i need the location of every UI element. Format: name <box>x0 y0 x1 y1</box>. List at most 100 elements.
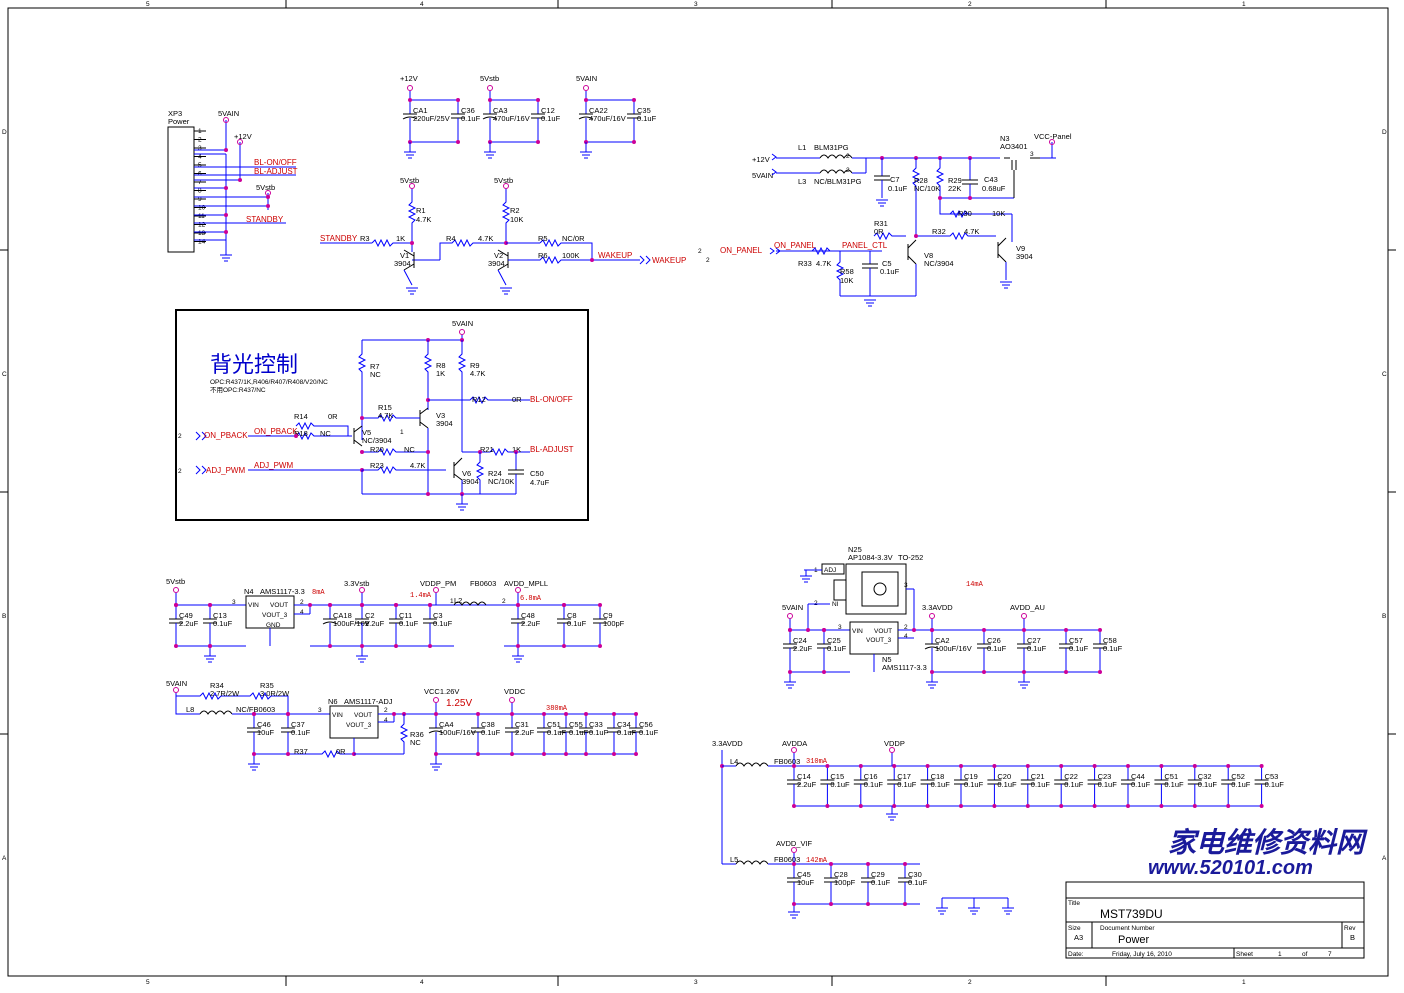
panel-power-circuit: +12V 5VAIN L1 BLM31PG L3 NC/BLM31PG 22 C… <box>720 132 1072 307</box>
rail-label: +12V <box>752 155 770 164</box>
part-value: 1K <box>436 369 445 378</box>
part-ref: C21 <box>1031 772 1045 781</box>
rail-label: 5Vstb <box>166 577 185 586</box>
title-block: Title MST739DU Size A3 Document Number P… <box>1065 881 1365 959</box>
part-value: 470uF/16V <box>589 114 626 123</box>
part-value: NC/10K <box>488 477 514 486</box>
part-value: 0.1uF <box>433 619 453 628</box>
part-value: 0.1uF <box>897 780 917 789</box>
row-mark: A <box>1382 855 1387 862</box>
field-label: Document Number <box>1100 925 1155 932</box>
pin-label: VOUT <box>354 712 372 719</box>
part-value: 0.1uF <box>481 728 501 737</box>
part-value: 0.1uF <box>1198 780 1218 789</box>
net-label: PANEL_CTL <box>842 241 888 250</box>
current-note: 142mA <box>806 857 828 865</box>
pin-number: 3 <box>198 145 202 152</box>
part-value: 100K <box>562 251 580 260</box>
pin-label: VIN <box>248 602 259 609</box>
svg-text:2: 2 <box>846 153 850 160</box>
part-value: AMS1117-ADJ <box>344 697 393 706</box>
watermark: 家电维修资料网 www.520101.com <box>1148 827 1368 879</box>
part-value: 3904 <box>488 259 505 268</box>
part-value: 4.7K <box>478 234 493 243</box>
pin-number: 4 <box>198 154 202 161</box>
rail-label: 3.3AVDD <box>922 603 953 612</box>
part-ref: R18 <box>294 429 308 438</box>
part-ref: C7 <box>890 175 900 184</box>
backlight-control-block: 背光控制 OPC:R437/1K,R406/R407/R408/V20/NC 不… <box>175 309 589 521</box>
part-ref: V5 <box>362 428 371 437</box>
pin-number: 10 <box>198 205 206 212</box>
regulator-3v3-standby: 5Vstb 3 N4 AMS1117-3.3 VIN VOUT VOUT_3 G… <box>166 577 625 663</box>
row-mark: C <box>1382 371 1387 378</box>
svg-text:3: 3 <box>1030 151 1034 158</box>
part-value: 0.1uF <box>1027 644 1047 653</box>
pin-label: VOUT_3 <box>866 637 892 644</box>
part-ref: C30 <box>908 870 922 879</box>
part-value: 10K <box>840 276 853 285</box>
part-value: 2.2uF <box>365 619 385 628</box>
block-title: 背光控制 <box>210 352 298 377</box>
part-ref: L5 <box>730 855 738 864</box>
pin-label: VIN <box>332 712 343 719</box>
rail-label: 5Vstb <box>400 176 419 185</box>
part-value: 100uF/16V <box>439 728 476 737</box>
pin-label: VOUT_3 <box>346 722 372 729</box>
part-ref: R5 <box>538 234 548 243</box>
part-value: Power <box>168 117 190 126</box>
net-label: STANDBY <box>320 234 358 243</box>
col-mark: 5 <box>146 1 150 8</box>
part-ref: C32 <box>1198 772 1212 781</box>
pin-number: 9 <box>198 196 202 203</box>
part-value: 4.7K <box>378 411 393 420</box>
part-ref: R7 <box>370 362 380 371</box>
col-mark: 1 <box>1242 979 1246 986</box>
rail-label: 5VAIN <box>752 171 773 180</box>
part-value: 0R <box>874 227 884 236</box>
bulk-caps: +12VCA1220uF/25VC360.1uF5VstbCA3470uF/16… <box>400 74 657 159</box>
part-value: 10uF <box>797 878 815 887</box>
svg-text:2: 2 <box>706 257 710 264</box>
part-ref: R31 <box>874 219 888 228</box>
part-value: 3904 <box>1016 252 1033 261</box>
part-value: FB0603 <box>774 757 800 766</box>
part-ref: C13 <box>213 611 227 620</box>
part-ref: R12 <box>472 395 486 404</box>
pin-number: 5 <box>198 162 202 169</box>
part-ref: C23 <box>1098 772 1112 781</box>
part-value: 0.68uF <box>982 184 1006 193</box>
block-note: OPC:R437/1K,R406/R407/R408/V20/NC <box>210 379 328 386</box>
pin-label: VOUT <box>270 602 288 609</box>
net-label: ON_PANEL <box>720 246 763 255</box>
pin-number: 7 <box>198 179 202 186</box>
part-value: 2.2uF <box>797 780 817 789</box>
svg-text:2: 2 <box>904 624 908 631</box>
net-label: ADJ_PWM <box>206 466 245 475</box>
part-value: AMS1117-3.3 <box>260 587 305 596</box>
part-value: 0.1uF <box>1064 780 1084 789</box>
rail-label: AVDD_VIF <box>776 839 813 848</box>
net-label: BL-ON/OFF <box>254 158 297 167</box>
svg-text:3: 3 <box>838 624 842 631</box>
rail-label: AVDDA <box>782 739 807 748</box>
pin-number: 12 <box>198 222 206 229</box>
part-ref: C46 <box>257 720 271 729</box>
rail-label: VDDP <box>884 739 905 748</box>
part-ref: V6 <box>462 469 471 478</box>
col-mark: 3 <box>694 979 698 986</box>
part-ref: R20 <box>370 445 384 454</box>
rail-label: 5VAIN <box>452 319 473 328</box>
svg-text:2: 2 <box>178 433 182 440</box>
svg-text:2: 2 <box>178 468 182 475</box>
col-mark: 2 <box>968 1 972 8</box>
part-ref: R32 <box>932 227 946 236</box>
part-ref: C12 <box>541 106 555 115</box>
part-ref: C31 <box>515 720 529 729</box>
part-value: NC <box>404 445 415 454</box>
current-note: 6.8mA <box>520 595 542 603</box>
rail-label: 5VAIN <box>166 679 187 688</box>
part-ref: C33 <box>589 720 603 729</box>
part-value: FB0603 <box>470 579 496 588</box>
pin-label: VOUT_3 <box>262 612 288 619</box>
